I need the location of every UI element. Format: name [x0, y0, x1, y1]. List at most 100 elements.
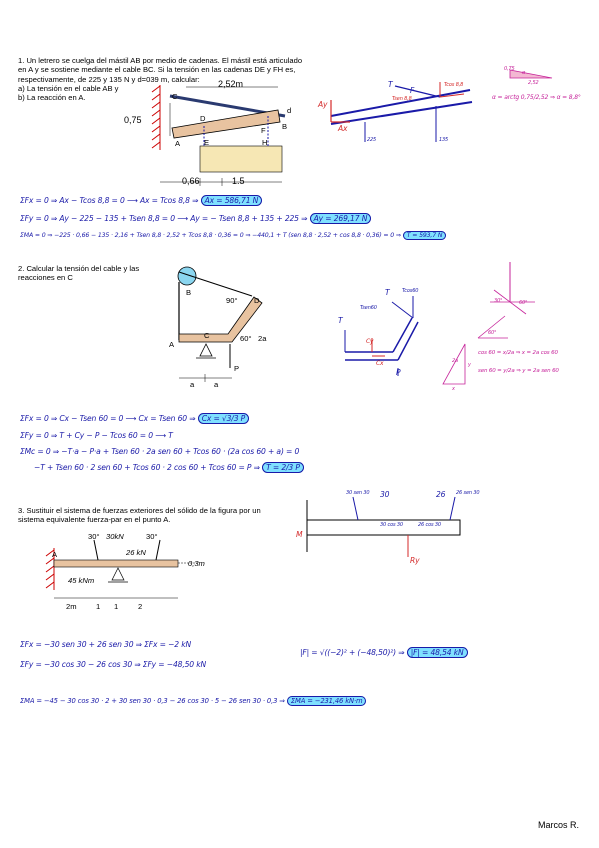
fbd3-f2c: 26 cos 30	[418, 522, 441, 528]
side-eq-1: cos 60 = x/2a ⇒ x = 2a cos 60	[478, 350, 558, 356]
p3-eq-1: ΣFx = −30 sen 30 + 26 sen 30 ⇒ ΣFx = −2 …	[20, 640, 192, 649]
fbd3-m: M	[296, 530, 303, 539]
fbd2-p: P	[396, 368, 401, 377]
fbd1-beam2	[330, 101, 473, 125]
p1-answer-ay: Ay = 269,17 N	[309, 213, 372, 224]
p3-eq-4: ΣMA = −45 − 30 cos 30 · 2 + 30 sen 30 · …	[20, 696, 367, 706]
p2-answer-cx: Cx = √3/3 P	[197, 413, 250, 424]
p3-d1: 2m	[66, 602, 77, 611]
fbd3-f2s: 26 sen 30	[456, 490, 480, 496]
tri-c: α	[522, 70, 526, 76]
p3-answer-m: ΣMA = −231,46 kN·m	[286, 696, 367, 706]
label-e: E	[204, 138, 210, 147]
p2-label-b: B	[186, 288, 192, 297]
signature: Marcos R.	[537, 820, 579, 830]
p2-eq-3: ΣMc = 0 ⇒ −T·a − P·a + Tsen 60 · 2a sen …	[20, 447, 300, 456]
p3-eq-2: ΣFy = −30 cos 30 − 26 cos 30 ⇒ ΣFy = −48…	[20, 660, 206, 669]
dim-top: 2,52m	[218, 79, 244, 89]
p3-d2: 1	[96, 602, 101, 611]
fbd2-tcos: Tcos60	[402, 288, 419, 294]
p2-eq-2: ΣFy = 0 ⇒ T + Cy − P − Tcos 60 = 0 ⟶ T	[20, 431, 173, 440]
fbd1-ay: Ay	[318, 100, 328, 109]
problem-3-statement: 3. Sustituir el sistema de fuerzas exter…	[18, 506, 261, 525]
beam-3	[53, 559, 179, 568]
label-c: C	[172, 92, 178, 101]
p3-label-a: A	[52, 550, 58, 559]
fbd1-t: T	[388, 80, 393, 89]
p2-eq-4: −T + Tsen 60 · 2 sen 60 + Tcos 60 · 2 co…	[34, 462, 304, 473]
problem-2-statement: 2. Calcular la tensión del cable y las r…	[18, 264, 140, 283]
label-a: A	[175, 139, 181, 148]
fbd3-f2v: 26	[436, 490, 446, 499]
p1-eq-3: ΣMA = 0 ⇒ −225 · 0,66 − 135 · 2,16 + Tse…	[20, 231, 447, 240]
dim-bottom-b: 1.5	[232, 176, 245, 186]
p3-ang2: 30°	[146, 532, 158, 541]
fbd1-tsin: Tsen 8,8	[392, 96, 412, 102]
fbd2-tsin: Tsen60	[360, 305, 377, 311]
p1-eq-2: ΣFy = 0 ⇒ Ay − 225 − 135 + Tsen 8,8 = 0 …	[20, 213, 372, 224]
fbd3-f1s: 30 sen 30	[346, 490, 370, 496]
fbd1-w1: 225	[367, 137, 377, 143]
p1-eq-1: ΣFx = 0 ⇒ Ax − Tcos 8,8 = 0 ⟶ Ax = Tcos …	[20, 195, 263, 206]
p3-eq-3: |F| = √((−2)² + (−48,50)²) ⇒ |F| = 48,54…	[300, 647, 468, 658]
label-b: B	[282, 122, 288, 131]
fbd1-ax: Ax	[338, 124, 348, 133]
fbd2-t1: T	[338, 316, 343, 325]
problem-1-item-a: a) La tensión en el cable AB y	[18, 83, 119, 93]
p2-len: 2a	[258, 334, 267, 343]
p1-answer-ax: Ax = 586,71 N	[200, 195, 263, 206]
label-h: H	[262, 138, 268, 147]
problem-1-text: 1. Un letrero se cuelga del mástil AB po…	[18, 56, 303, 84]
pulley-b	[177, 266, 197, 286]
p3-f1: 30kN	[106, 532, 124, 541]
fbd2-cx: Cx	[376, 360, 384, 367]
p2-angle-90: 90°	[226, 296, 238, 305]
p1-answer-t: T = 593,7 N	[402, 231, 447, 240]
label-d: D	[200, 114, 206, 123]
label-dd: d	[287, 106, 292, 115]
side-ang2: 30°	[494, 298, 503, 304]
fbd3-f1c: 30 cos 30	[380, 522, 403, 528]
p2-dim-a2: a	[214, 380, 219, 389]
p3-ang1: 30°	[88, 532, 100, 541]
fbd1-beam	[330, 89, 471, 117]
support-c	[199, 343, 213, 357]
fbd2-bar-4	[397, 321, 419, 361]
tri-eq: α = arctg 0,75/2,52 ⇒ α = 8,8°	[492, 94, 581, 101]
tri-a: 0,75	[504, 66, 515, 72]
p2-eq-1: ΣFx = 0 ⇒ Cx − Tsen 60 = 0 ⟶ Cx = Tsen 6…	[20, 413, 250, 424]
tri-b: 2,52	[528, 80, 539, 86]
p2-label-d: D	[254, 296, 260, 305]
p2-label-a: A	[169, 340, 175, 349]
side-y: y	[468, 362, 471, 368]
fbd1-tcos: Tcos 8,8	[444, 82, 464, 88]
problem-1-item-b: b) La reacción en A.	[18, 93, 86, 102]
p3-m: 45 kNm	[68, 576, 95, 585]
dim-bottom-a: 0,66	[182, 176, 200, 186]
fbd3-f1v: 30	[380, 490, 390, 499]
p3-f2: 26 kN	[126, 548, 146, 557]
fbd1-w2: 135	[439, 137, 449, 143]
side-x: x	[452, 386, 455, 392]
fbd3-ry: Ry	[410, 556, 420, 565]
fbd1-f: F	[410, 86, 415, 95]
side-ang: 60°	[519, 300, 528, 306]
p2-label-c: C	[204, 331, 210, 340]
sign-board	[199, 145, 283, 173]
side-eq-2: sen 60 = y/2a ⇒ y = 2a sen 60	[478, 368, 559, 374]
p2-angle-60: 60°	[240, 334, 252, 343]
problem-1-statement: 1. Un letrero se cuelga del mástil AB po…	[18, 56, 303, 102]
p3-answer-f: |F| = 48,54 kN	[406, 647, 468, 658]
p2-label-p: P	[234, 364, 240, 373]
side-ang3: 60°	[488, 330, 497, 336]
p3-h: 0,3m	[188, 559, 205, 568]
p2-dim-a1: a	[190, 380, 195, 389]
fbd2-t2: T	[385, 288, 390, 297]
fbd2-bar-2	[392, 317, 413, 353]
fbd2-cy: Cy	[366, 338, 374, 345]
p3-d4: 2	[138, 602, 143, 611]
side-2a: 2a	[452, 358, 458, 364]
angle-triangle	[509, 69, 553, 79]
